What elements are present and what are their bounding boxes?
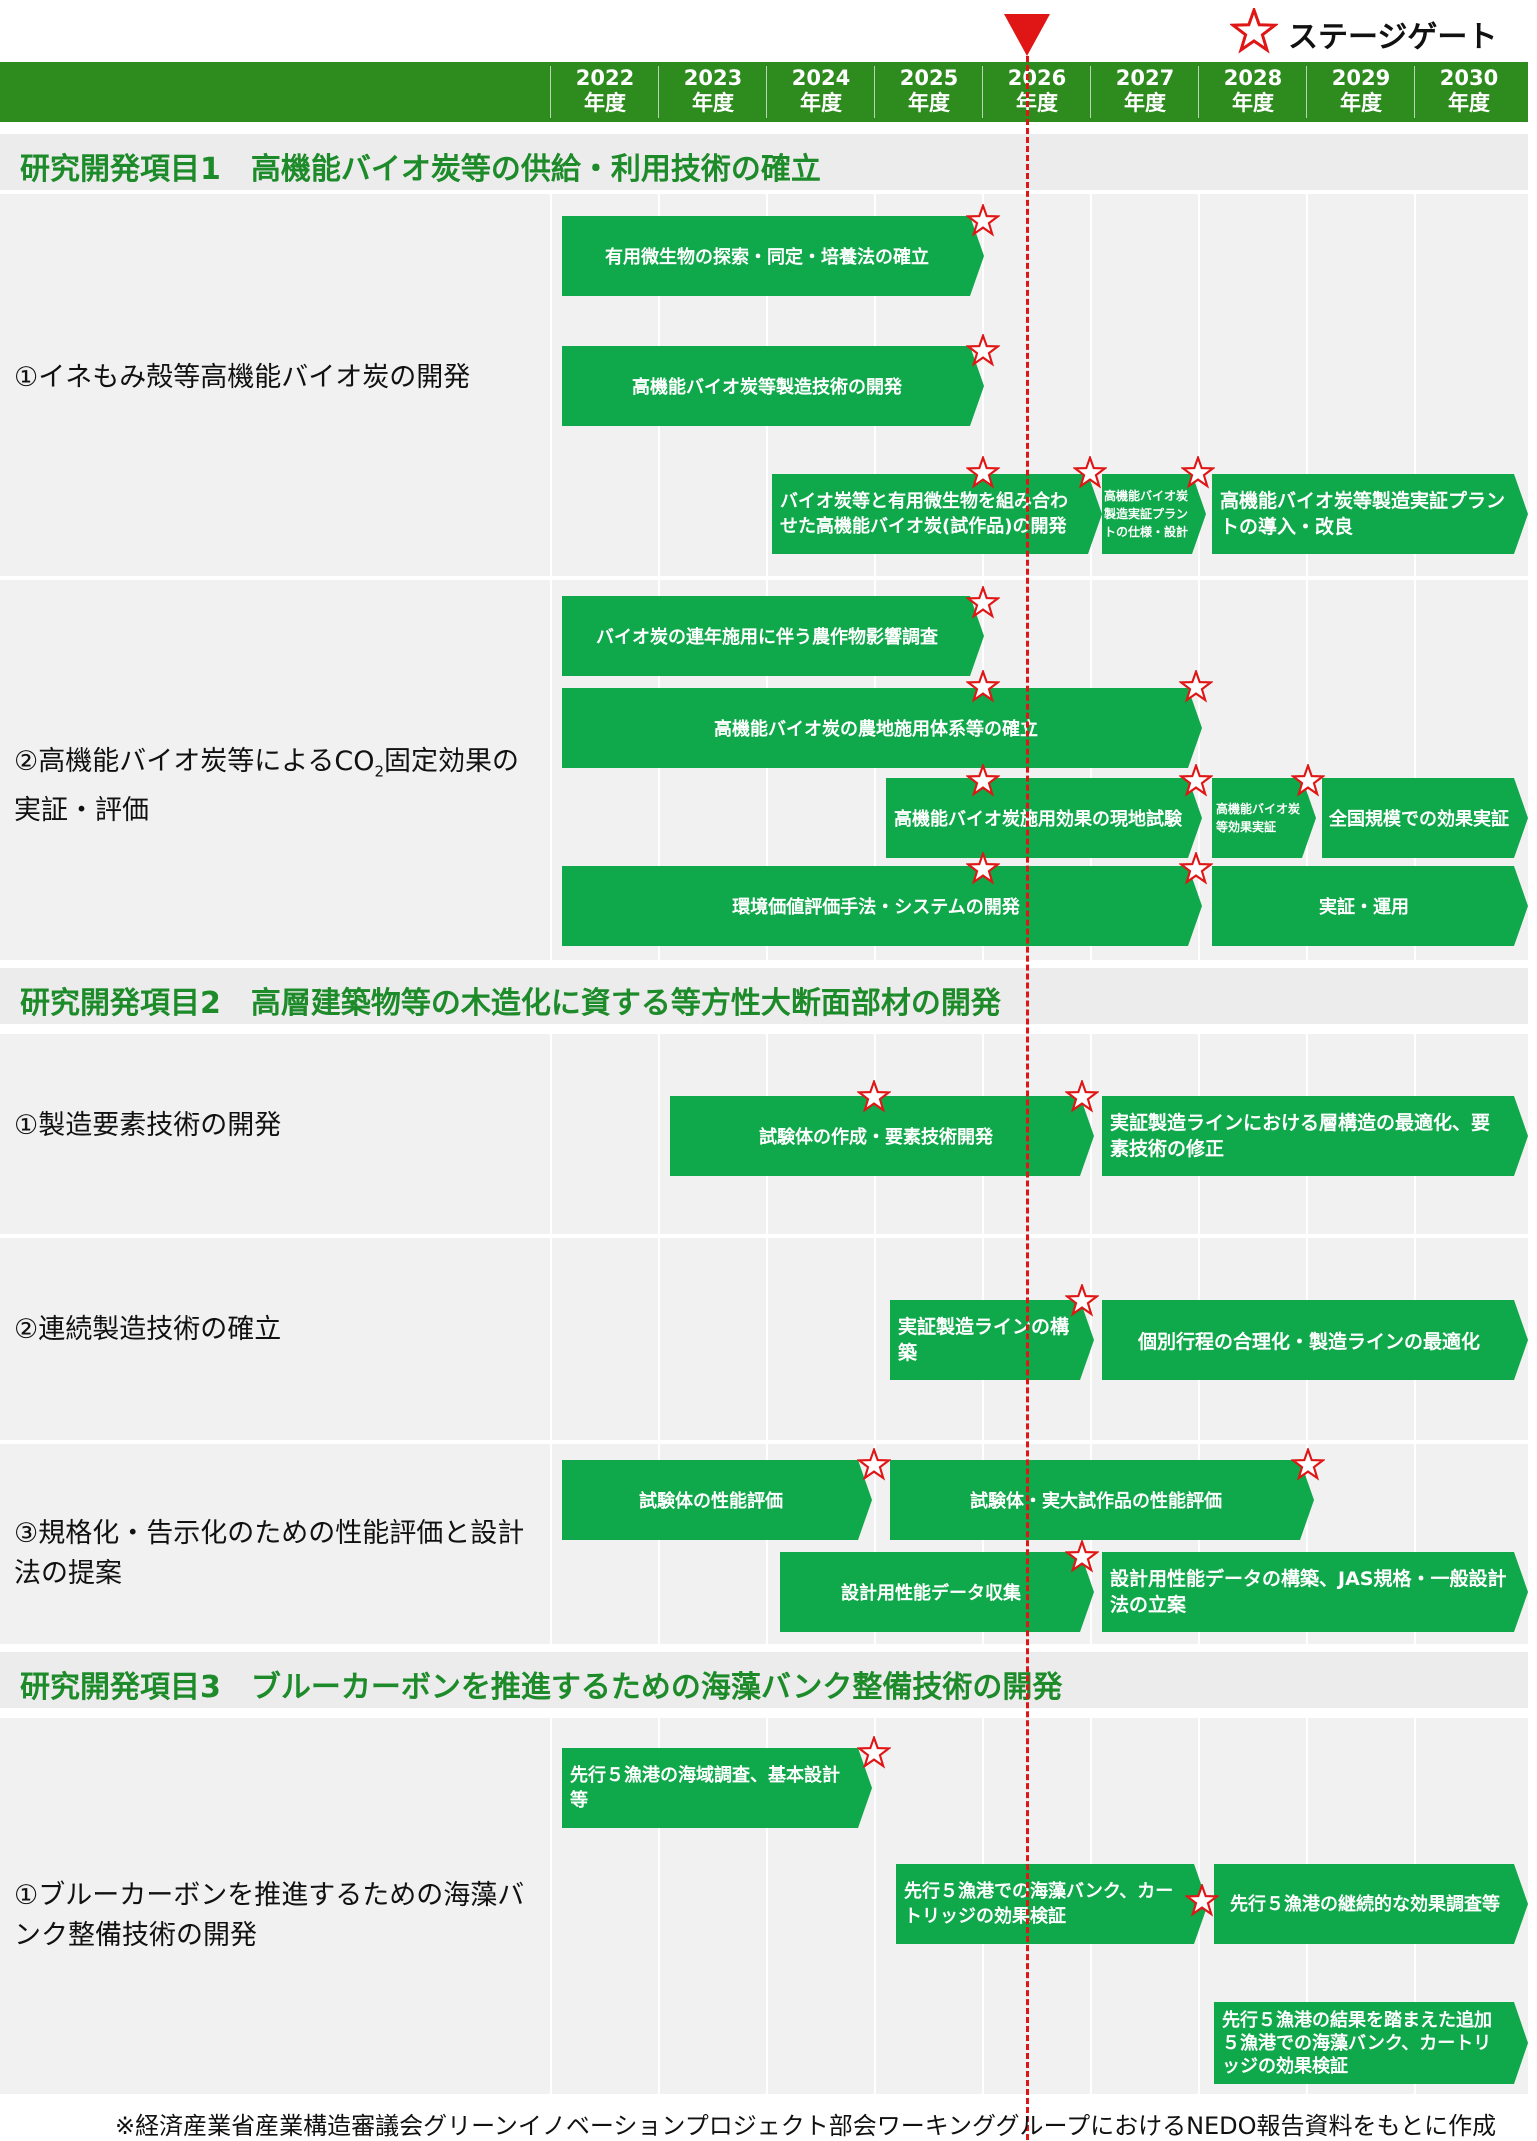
bar-verification-operation: 実証・運用 [1212,866,1528,946]
bar-line-construction: 実証製造ラインの構築 [890,1300,1094,1380]
current-year-line [1026,56,1029,2140]
bar-specimen-creation: 試験体の作成・要素技術開発 [670,1096,1094,1176]
bar-effect-verification: 高機能バイオ炭等効果実証 [1212,778,1316,858]
legend: ステージゲート [1230,6,1530,58]
bar-specimen-performance: 試験体の性能評価 [562,1460,872,1540]
bar-line-optimization: 個別行程の合理化・製造ラインの最適化 [1102,1300,1528,1380]
stage-gate-star-icon [1230,8,1278,54]
bar-seaweed-bank-verification: 先行５漁港での海藻バンク、カートリッジの効果検証 [896,1864,1208,1944]
bar-additional-ports: 先行５漁港の結果を踏まえた追加５漁港での海藻バンク、カートリッジの効果検証 [1214,2002,1528,2084]
bar-field-test: 高機能バイオ炭施用効果の現地試験 [886,778,1202,858]
bar-biochar-prototype: バイオ炭等と有用微生物を組み合わせた高機能バイオ炭(試作品)の開発 [772,474,1102,554]
section-1-header: 研究開発項目1 高機能バイオ炭等の供給・利用技術の確立 [0,134,1528,190]
bar-design-data-collection: 設計用性能データ収集 [780,1552,1094,1632]
bar-plant-introduction: 高機能バイオ炭等製造実証プラントの導入・改良 [1212,474,1528,554]
row-label: ①製造要素技術の開発 [14,1110,282,1141]
footnote: ※経済産業省産業構造審議会グリーンイノベーションプロジェクト部会ワーキンググルー… [115,2112,1497,2140]
row-label: ①イネもみ殻等高機能バイオ炭の開発 [14,362,471,393]
section-title: 研究開発項目3 ブルーカーボンを推進するための海藻バンク整備技術の開発 [20,1670,1063,1705]
legend-label: ステージゲート [1288,20,1498,55]
bar-continued-survey: 先行５漁港の継続的な効果調査等 [1214,1864,1528,1944]
bar-nationwide-verification: 全国規模での効果実証 [1322,778,1528,858]
bar-fullscale-performance: 試験体・実大試作品の性能評価 [890,1460,1314,1540]
row-label: ②高機能バイオ炭等によるCO2固定効果の実証・評価 [14,746,520,827]
bar-crop-impact-survey: バイオ炭の連年施用に伴う農作物影響調査 [562,596,984,676]
bar-environmental-value: 環境価値評価手法・システムの開発 [562,866,1202,946]
bar-farmland-application-system: 高機能バイオ炭の農地施用体系等の確立 [562,688,1202,768]
section-2-header: 研究開発項目2 高層建築物等の木造化に資する等方性大断面部材の開発 [0,968,1528,1024]
bar-port-survey: 先行５漁港の海域調査、基本設計等 [562,1748,872,1828]
current-year-marker-icon [1002,14,1052,60]
bar-microbe-search: 有用微生物の探索・同定・培養法の確立 [562,216,984,296]
bar-layer-optimization: 実証製造ラインにおける層構造の最適化、要素技術の修正 [1102,1096,1528,1176]
section-title: 研究開発項目2 高層建築物等の木造化に資する等方性大断面部材の開発 [20,986,1001,1021]
bar-biochar-manufacturing: 高機能バイオ炭等製造技術の開発 [562,346,984,426]
bar-design-data-jas: 設計用性能データの構築、JAS規格・一般設計法の立案 [1102,1552,1528,1632]
row-label: ①ブルーカーボンを推進するための海藻バンク整備技術の開発 [14,1880,525,1951]
section-title: 研究開発項目1 高機能バイオ炭等の供給・利用技術の確立 [20,152,821,187]
row-label: ②連続製造技術の確立 [14,1314,282,1345]
row-label: ③規格化・告示化のための性能評価と設計法の提案 [14,1518,525,1589]
bar-plant-design: 高機能バイオ炭製造実証プラントの仕様・設計 [1102,474,1206,554]
section-3-header: 研究開発項目3 ブルーカーボンを推進するための海藻バンク整備技術の開発 [0,1652,1528,1708]
